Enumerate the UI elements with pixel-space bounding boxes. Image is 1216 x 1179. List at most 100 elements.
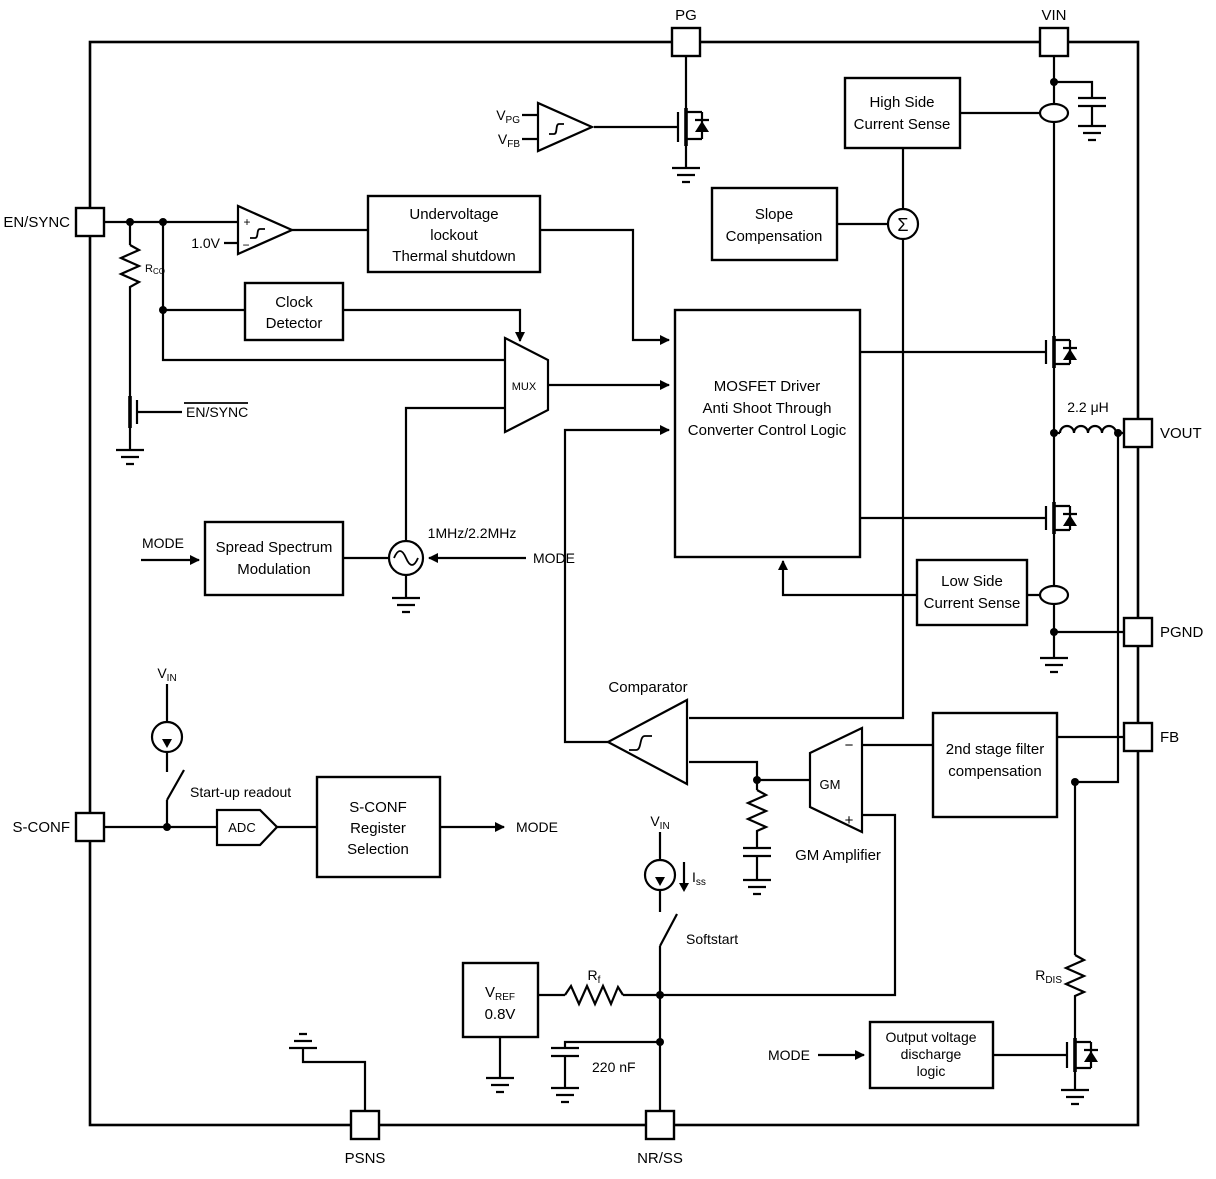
resistor-rf: Rf xyxy=(564,967,624,1007)
resistor-rco-label: RCO xyxy=(145,263,165,276)
current-sense-oval-high xyxy=(1038,102,1070,124)
hysteresis-icon xyxy=(250,228,265,239)
mux: MUX xyxy=(503,336,550,434)
pin-label: PGND xyxy=(1160,624,1204,641)
block-label: High Side xyxy=(869,94,934,111)
pin-pgnd: PGND xyxy=(1122,616,1204,648)
pin-vout: VOUT xyxy=(1122,417,1202,449)
pin-s-conf: S-CONF xyxy=(13,811,106,843)
block-low-side-current-sense: Low Side Current Sense xyxy=(915,558,1029,627)
sine-wave-icon xyxy=(393,550,419,566)
capacitor-input xyxy=(1078,96,1106,108)
block-sconf-register: S-CONF Register Selection MODE xyxy=(315,775,558,879)
block-label: compensation xyxy=(948,763,1041,780)
minus-sign: − xyxy=(242,238,249,252)
comparator-label: Comparator xyxy=(608,679,687,696)
block-label: Thermal shutdown xyxy=(392,248,515,265)
gm-amplifier-label: GM Amplifier xyxy=(795,847,881,864)
mode-label-discharge: MODE xyxy=(768,1047,810,1063)
softstart-label: Softstart xyxy=(686,931,738,947)
ground-icon xyxy=(1040,656,1068,674)
ref-1v-label: 1.0V xyxy=(191,235,220,251)
current-source-startup: VIN xyxy=(150,665,184,754)
mode-label-oscillator: MODE xyxy=(533,550,575,566)
mux-label: MUX xyxy=(512,381,537,393)
ground-icon xyxy=(672,166,700,184)
inductor-label: 2.2 μH xyxy=(1067,399,1109,415)
block-vref: VREF 0.8V xyxy=(461,961,540,1039)
capacitor-220nf-label: 220 nF xyxy=(592,1059,636,1075)
mosfet-en-sync-gate-label: EN/SYNC xyxy=(186,404,248,420)
vref-value: 0.8V xyxy=(485,1006,516,1023)
resistor-compensation xyxy=(745,789,769,836)
block-label: logic xyxy=(917,1063,946,1079)
gm-amplifier: GM − + GM Amplifier xyxy=(795,726,881,864)
block-label: S-CONF xyxy=(349,799,407,816)
iss-label: Iss xyxy=(692,869,706,888)
ground-icon xyxy=(743,878,771,896)
block-label: Slope xyxy=(755,206,793,223)
hysteresis-icon xyxy=(629,735,652,751)
resistor-rf-label: Rf xyxy=(588,967,601,986)
arrow-down-icon xyxy=(679,883,689,892)
block-slope-compensation: Slope Compensation xyxy=(710,186,839,262)
pin-label: FB xyxy=(1160,729,1179,746)
block-label: Undervoltage xyxy=(409,206,498,223)
body-diode-icon xyxy=(1063,349,1077,360)
ground-icon xyxy=(551,1086,579,1104)
resistor-rdis-label: RDIS xyxy=(1035,967,1062,986)
arrow-down-icon xyxy=(162,739,172,748)
pin-en-sync: EN/SYNC xyxy=(3,206,106,238)
mosfet-discharge xyxy=(1065,1038,1098,1072)
body-diode-icon xyxy=(1084,1051,1098,1062)
body-diode-icon xyxy=(695,121,709,132)
body-diode-icon xyxy=(1063,515,1077,526)
pin-label: VOUT xyxy=(1160,425,1202,442)
block-label: discharge xyxy=(901,1046,962,1062)
ground-icon xyxy=(1061,1088,1089,1106)
block-2nd-stage-filter: 2nd stage filter compensation xyxy=(931,711,1059,819)
block-spread-spectrum: Spread Spectrum Modulation MODE xyxy=(142,520,345,597)
vin-label: VIN xyxy=(650,813,669,832)
pin-label: VIN xyxy=(1041,7,1066,24)
block-label: Modulation xyxy=(237,561,310,578)
block-label: lockout xyxy=(430,227,478,244)
ground-icon xyxy=(116,448,144,466)
current-source-softstart: VIN Iss xyxy=(643,813,706,892)
sigma-adder: Σ xyxy=(886,207,920,241)
comparator-power-good: VPG VFB xyxy=(496,101,595,153)
inductor: 2.2 μH xyxy=(1058,399,1118,434)
block-label: Converter Control Logic xyxy=(688,422,847,439)
block-high-side-current-sense: High Side Current Sense xyxy=(843,76,962,150)
ground-icon-inverted xyxy=(289,1032,317,1050)
block-label: MOSFET Driver xyxy=(714,378,820,395)
pin-pg: PG xyxy=(670,7,702,58)
mosfet-en-sync: EN/SYNC xyxy=(128,396,248,428)
block-clock-detector: Clock Detector xyxy=(243,281,345,342)
block-label: Selection xyxy=(347,841,409,858)
block-label: Current Sense xyxy=(924,595,1021,612)
block-uvlo-thermal-shutdown: Undervoltage lockout Thermal shutdown xyxy=(366,194,542,274)
resistor-rdis: RDIS xyxy=(1035,954,1087,1000)
adc: ADC xyxy=(215,808,279,847)
ground-icon xyxy=(1078,124,1106,142)
mode-label-sconf-out: MODE xyxy=(516,819,558,835)
pin-label: EN/SYNC xyxy=(3,214,70,231)
ground-icon xyxy=(392,596,420,614)
mosfet-pg xyxy=(676,108,709,146)
sigma-label: Σ xyxy=(897,215,908,235)
switch-softstart: Softstart xyxy=(686,931,738,947)
vref-label: VREF xyxy=(485,984,515,1003)
frequency-label: 1MHz/2.2MHz xyxy=(428,525,517,541)
gm-label: GM xyxy=(820,777,841,792)
pin-fb: FB xyxy=(1122,721,1179,753)
block-mosfet-driver: MOSFET Driver Anti Shoot Through Convert… xyxy=(673,308,862,559)
mosfet-high-side xyxy=(1044,336,1077,368)
pin-label: PG xyxy=(675,7,697,24)
resistor-rco: RCO xyxy=(118,244,165,293)
oscillator: 1MHz/2.2MHz MODE xyxy=(387,525,575,577)
block-label: Current Sense xyxy=(854,116,951,133)
block-label: Register xyxy=(350,820,406,837)
block-label: Anti Shoot Through xyxy=(703,400,832,417)
